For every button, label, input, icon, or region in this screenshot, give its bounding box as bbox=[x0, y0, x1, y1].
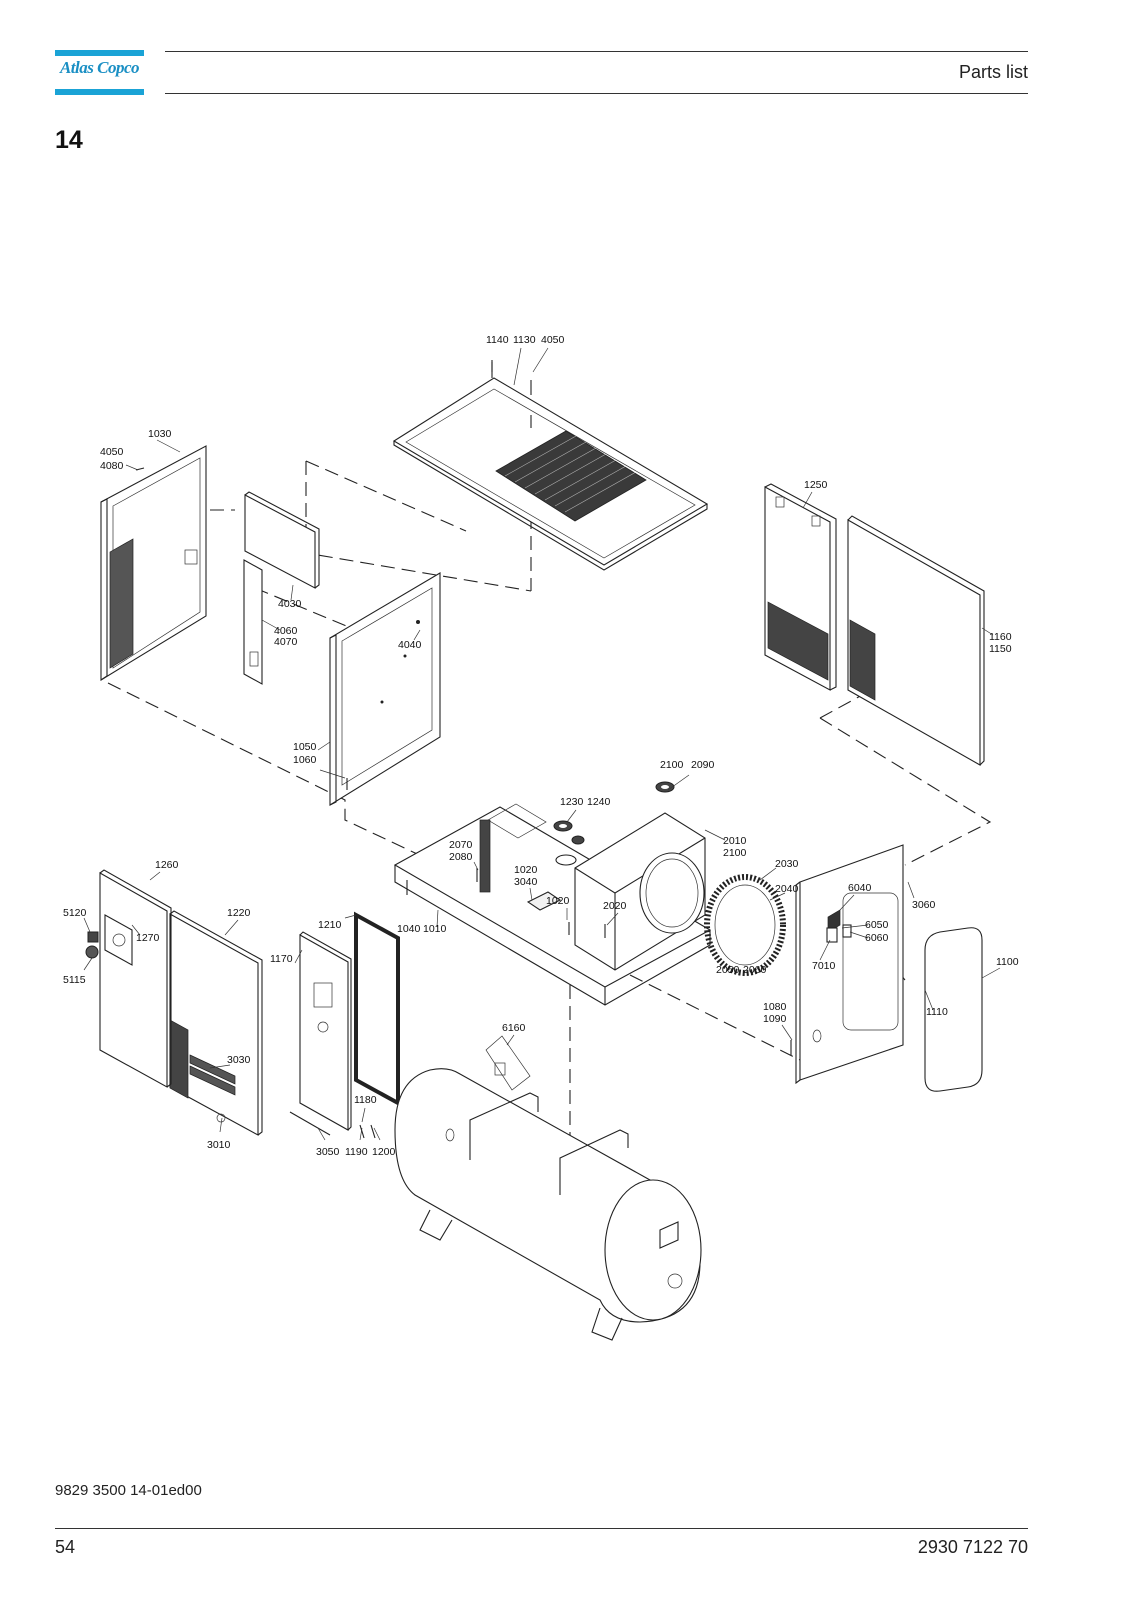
callout-1210: 1210 bbox=[318, 919, 342, 931]
callout-labels: 1140 1130 4050 1030 4050 4080 4030 4060 … bbox=[63, 334, 1019, 1158]
callout-6160: 6160 bbox=[502, 1022, 526, 1034]
logo-text: Atlas Copco bbox=[59, 58, 140, 77]
front-door bbox=[169, 910, 263, 1136]
callout-1090: 1090 bbox=[763, 1013, 787, 1025]
header-rule-bottom bbox=[165, 93, 1028, 94]
callout-2080: 2080 bbox=[449, 851, 473, 863]
callout-7010: 7010 bbox=[812, 960, 836, 972]
callout-4050: 4050 bbox=[100, 446, 124, 458]
callout-1060: 1060 bbox=[293, 754, 317, 766]
callout-1180: 1180 bbox=[354, 1094, 377, 1106]
roof-panel bbox=[392, 360, 709, 571]
callout-1050: 1050 bbox=[293, 741, 317, 753]
callout-6060: 6060 bbox=[865, 932, 889, 944]
callout-2060: 2060 bbox=[743, 964, 767, 976]
callout-4040: 4040 bbox=[398, 639, 422, 651]
narrow-strip-4060 bbox=[243, 559, 263, 685]
logo-bar-top bbox=[55, 50, 144, 56]
callout-2100: 2100 bbox=[723, 847, 747, 859]
atlas-copco-logo: Atlas Copco bbox=[55, 50, 144, 95]
callout-3010: 3010 bbox=[207, 1139, 231, 1151]
fasteners bbox=[289, 362, 792, 1139]
door-panel-1170 bbox=[299, 931, 352, 1131]
inner-side-panel bbox=[329, 572, 441, 806]
left-side-panel bbox=[100, 445, 207, 681]
callout-3040: 3040 bbox=[514, 876, 538, 888]
page-title: Parts list bbox=[958, 62, 1028, 82]
callout-4070: 4070 bbox=[274, 636, 298, 648]
leader-lines bbox=[83, 347, 1001, 1141]
grommets bbox=[553, 781, 675, 866]
control-door bbox=[99, 869, 172, 1088]
callout-1190: 1190 bbox=[345, 1146, 368, 1158]
callout-2100: 2100 bbox=[660, 759, 684, 771]
callout-4030: 4030 bbox=[278, 598, 302, 610]
fan-housing bbox=[574, 812, 706, 971]
gasket-frame bbox=[354, 911, 400, 1107]
callout-1240: 1240 bbox=[587, 796, 611, 808]
callout-3030: 3030 bbox=[227, 1054, 251, 1066]
part-number: 2930 7122 70 bbox=[917, 1537, 1028, 1557]
footer-rule bbox=[55, 1528, 1028, 1529]
callout-2030: 2030 bbox=[775, 858, 799, 870]
service-cover bbox=[924, 927, 983, 1092]
callout-1270: 1270 bbox=[136, 932, 160, 944]
callout-2020: 2020 bbox=[603, 900, 627, 912]
document-number: 9829 3500 14-01ed00 bbox=[55, 1482, 202, 1499]
callout-5120: 5120 bbox=[63, 907, 87, 919]
callout-1260: 1260 bbox=[155, 859, 179, 871]
air-receiver-tank bbox=[394, 1035, 702, 1341]
callout-6050: 6050 bbox=[865, 919, 889, 931]
callout-2050: 2050 bbox=[716, 964, 740, 976]
callout-3050: 3050 bbox=[316, 1146, 340, 1158]
fan-ring bbox=[704, 874, 786, 976]
callout-1040: 1040 bbox=[397, 923, 421, 935]
callout-1150: 1150 bbox=[989, 643, 1012, 655]
callout-1030: 1030 bbox=[148, 428, 172, 440]
cover-plate-4030 bbox=[244, 491, 320, 589]
callout-1220: 1220 bbox=[227, 907, 251, 919]
callout-1020: 1020 bbox=[546, 895, 570, 907]
callout-4050: 4050 bbox=[541, 334, 565, 346]
callout-1110: 1110 bbox=[926, 1006, 948, 1018]
callout-6040: 6040 bbox=[848, 882, 872, 894]
callout-1230: 1230 bbox=[560, 796, 584, 808]
callout-1200: 1200 bbox=[372, 1146, 396, 1158]
callout-4060: 4060 bbox=[274, 625, 298, 637]
callout-5115: 5115 bbox=[63, 974, 86, 986]
callout-2070: 2070 bbox=[449, 839, 473, 851]
callout-1170: 1170 bbox=[270, 953, 293, 965]
callout-1010: 1010 bbox=[423, 923, 447, 935]
right-front-panel bbox=[795, 844, 904, 1085]
callout-2010: 2010 bbox=[723, 835, 747, 847]
callout-4080: 4080 bbox=[100, 460, 124, 472]
callout-1140: 1140 bbox=[486, 334, 509, 346]
callout-1250: 1250 bbox=[804, 479, 828, 491]
header-rule-top bbox=[165, 51, 1028, 52]
right-side-panel bbox=[847, 515, 985, 766]
right-rear-panel-1250 bbox=[764, 483, 837, 691]
section-number: 14 bbox=[55, 126, 83, 154]
logo-bar-bottom bbox=[55, 89, 144, 95]
callout-1100: 1100 bbox=[996, 956, 1019, 968]
callout-1020: 1020 bbox=[514, 864, 538, 876]
callout-1160: 1160 bbox=[989, 631, 1012, 643]
callout-2040: 2040 bbox=[775, 883, 799, 895]
emergency-stop bbox=[85, 931, 99, 959]
callout-1130: 1130 bbox=[513, 334, 536, 346]
callout-3060: 3060 bbox=[912, 899, 936, 911]
callout-2090: 2090 bbox=[691, 759, 715, 771]
callout-1080: 1080 bbox=[763, 1001, 787, 1013]
page-number: 54 bbox=[55, 1537, 76, 1557]
